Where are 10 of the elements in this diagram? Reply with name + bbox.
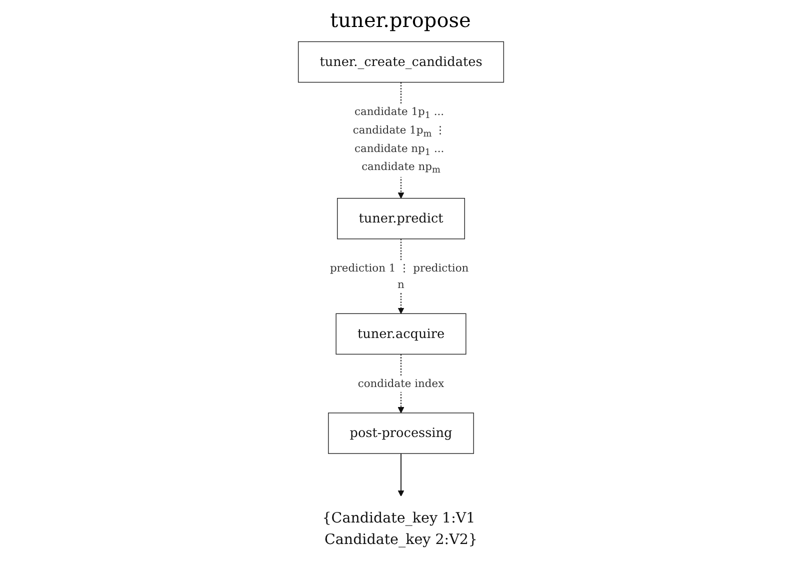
node-text: {Candidate_key 1:V1 Candidate_key 2:V2}: [322, 509, 477, 548]
node-box: tuner.acquire: [335, 313, 466, 355]
edge-label: prediction 1 ⋮ prediction n: [329, 262, 468, 290]
edge-label: condidate index: [357, 376, 444, 390]
node-box: tuner._create_candidates: [297, 41, 504, 83]
edge-label: candidate 1p$_{1}$ ... candidate 1p$_{m}$ ⋮ candidate np$_{1}$ ... candidate np$_{m}$: [352, 105, 446, 175]
arrow: [397, 453, 404, 497]
node-box: post-processing: [328, 412, 474, 454]
diagram-title: tuner.propose: [329, 8, 472, 32]
node-box: tuner.predict: [336, 198, 464, 240]
